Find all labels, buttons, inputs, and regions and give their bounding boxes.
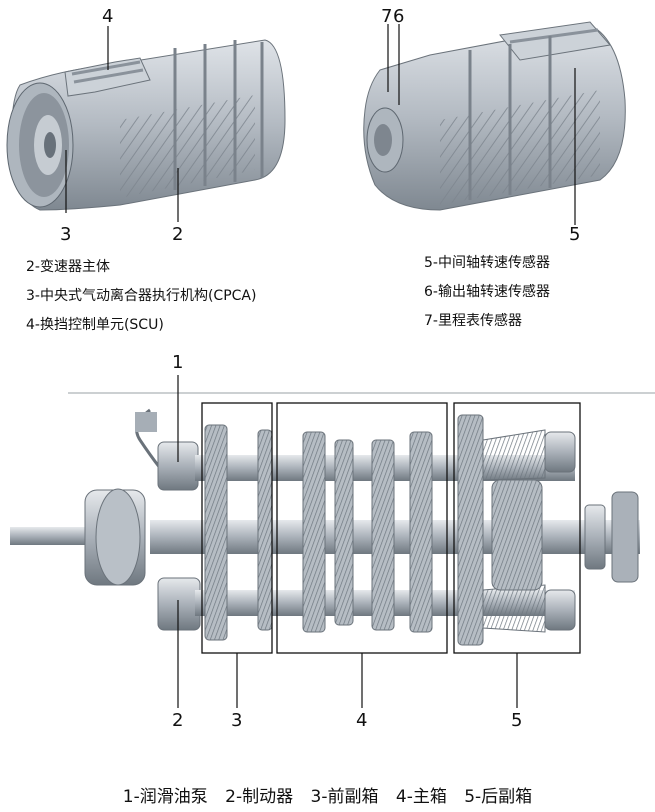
callout-3-bottom: 3 (231, 710, 243, 731)
caption-item: 5-后副箱 (464, 787, 533, 807)
bottom-caption: 1-润滑油泵 2-制动器 3-前副箱 4-主箱 5-后副箱 (0, 782, 655, 807)
legend-left-item: 3-中央式气动离合器执行机构(CPCA) (26, 288, 257, 304)
callout-4-top: 4 (102, 6, 114, 27)
legend-left-item: 4-换挡控制单元(SCU) (26, 317, 164, 333)
legend-right-item: 5-中间轴转速传感器 (424, 255, 550, 271)
callout-1-bottom: 1 (172, 352, 184, 373)
caption-item: 3-前副箱 (310, 787, 379, 807)
caption-item: 4-主箱 (395, 787, 447, 807)
callout-4-bottom: 4 (356, 710, 368, 731)
caption-item: 2-制动器 (225, 787, 294, 807)
geartrain-illustration (10, 408, 640, 646)
right-transmission-housing (363, 21, 626, 211)
callout-5-bottom: 5 (511, 710, 523, 731)
caption-item: 1-润滑油泵 (122, 787, 208, 807)
legend-left-item: 2-变速器主体 (26, 259, 110, 275)
callout-3-top: 3 (60, 224, 72, 245)
legend-right-item: 6-输出轴转速传感器 (424, 284, 550, 300)
callout-7-top: 7 (381, 6, 393, 27)
left-transmission-housing (6, 39, 286, 211)
legend-right-item: 7-里程表传感器 (424, 313, 522, 329)
callout-2-top: 2 (172, 224, 184, 245)
callout-2-bottom: 2 (172, 710, 184, 731)
callout-6-top: 6 (393, 6, 405, 27)
callout-5-top: 5 (569, 224, 581, 245)
